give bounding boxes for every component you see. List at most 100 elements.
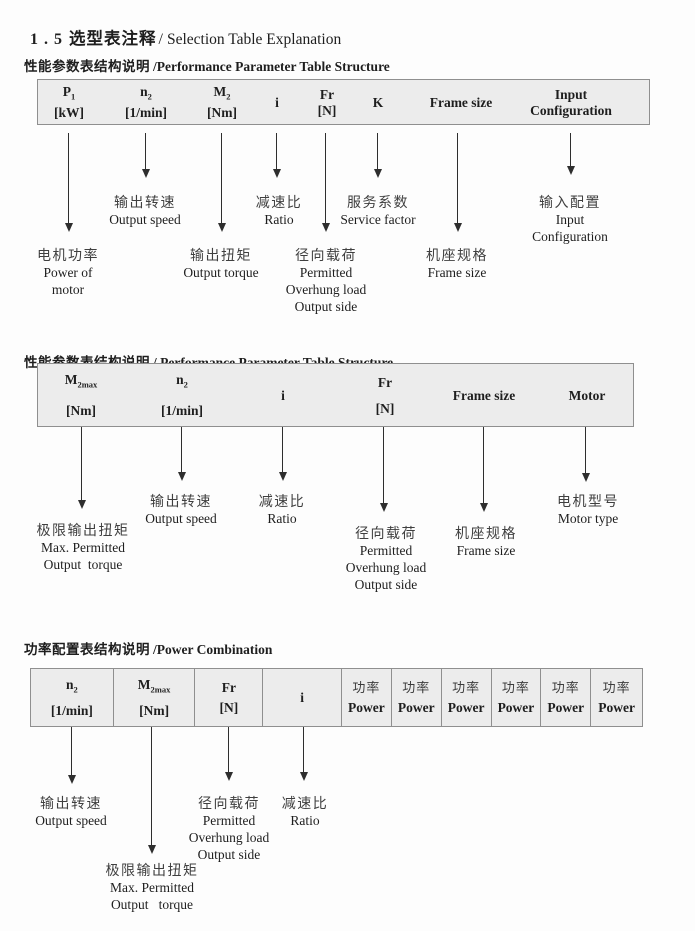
col-symbol: M2max bbox=[137, 677, 171, 695]
arrow-down-icon bbox=[228, 727, 230, 773]
col-m2: M2 [Nm] bbox=[207, 80, 237, 124]
col-input-configuration: Input Configuration bbox=[530, 80, 612, 124]
col-symbol: n2 bbox=[140, 83, 152, 102]
col-symbol: Frame size bbox=[429, 94, 493, 110]
col-power: 功率 Power bbox=[392, 669, 442, 726]
col-unit: [Nm] bbox=[207, 105, 237, 121]
col-symbol: Fr bbox=[221, 680, 236, 695]
col-unit: [1/min] bbox=[50, 702, 93, 718]
annotation-output-torque: 输出扭矩 Output torque bbox=[183, 247, 259, 280]
col-m2max: M2max [Nm] bbox=[114, 669, 196, 726]
arrow-down-icon bbox=[181, 427, 183, 473]
annotation-power-of-motor: 电机功率 Power of motor bbox=[37, 247, 99, 297]
arrow-down-icon bbox=[221, 133, 223, 224]
col-power: 功率 Power bbox=[598, 680, 635, 715]
col-unit: [N] bbox=[219, 700, 239, 715]
col-symbol: i bbox=[281, 387, 285, 403]
annotation-service-factor: 服务系数 Service factor bbox=[340, 194, 416, 227]
col-unit: Configuration bbox=[530, 102, 612, 118]
arrow-down-icon bbox=[325, 133, 327, 224]
page-title-zh: 选型表注释 bbox=[69, 30, 157, 48]
arrow-down-icon bbox=[81, 427, 83, 501]
page-title-en: Selection Table Explanation bbox=[166, 31, 342, 48]
annotation-ratio: 减速比 Ratio bbox=[258, 493, 306, 526]
arrow-down-icon bbox=[71, 727, 73, 776]
annotation-output-speed: 输出转速 Output speed bbox=[145, 493, 217, 526]
section1-heading-en: /Performance Parameter Table Structure bbox=[153, 59, 390, 74]
annotation-frame-size: 机座规格 Frame size bbox=[455, 525, 517, 558]
col-symbol: n2 bbox=[176, 371, 188, 390]
section-number: 1 . 5 bbox=[30, 31, 63, 48]
arrow-down-icon bbox=[276, 133, 278, 170]
performance-table-1-header: P1 [kW] n2 [1/min] M2 [Nm] i Fr [N] K Fr… bbox=[37, 79, 650, 125]
page-title: 1 . 5 选型表注释/Selection Table Explanation bbox=[14, 7, 341, 67]
col-symbol: i bbox=[275, 94, 279, 110]
col-symbol: M2max bbox=[64, 371, 98, 390]
annotation-input-configuration: 输入配置 Input Configuration bbox=[532, 194, 608, 244]
col-symbol: n2 bbox=[65, 677, 78, 695]
col-fr: Fr [N] bbox=[195, 669, 264, 726]
performance-table-2-header: M2max [Nm] n2 [1/min] i Fr [N] Frame siz… bbox=[37, 363, 634, 427]
col-frame-size: Frame size bbox=[453, 364, 516, 426]
col-unit: [1/min] bbox=[161, 403, 203, 419]
power-combination-table-header: n2 [1/min] M2max [Nm] Fr [N] i 功率 Power … bbox=[30, 668, 643, 727]
col-unit: [Nm] bbox=[139, 702, 170, 718]
annotation-frame-size: 机座规格 Frame size bbox=[426, 247, 488, 280]
col-power: 功率 Power bbox=[541, 669, 592, 726]
arrow-down-icon bbox=[151, 727, 153, 846]
col-power: 功率 Power bbox=[442, 669, 492, 726]
col-i: i bbox=[275, 80, 279, 124]
col-symbol: i bbox=[300, 690, 304, 705]
arrow-down-icon bbox=[145, 133, 147, 170]
col-unit: [N] bbox=[375, 400, 395, 416]
annotation-overhung-load: 径向载荷 Permitted Overhung load Output side bbox=[345, 525, 427, 592]
section3-heading-en: /Power Combination bbox=[153, 642, 273, 657]
section3-heading-zh: 功率配置表结构说明 bbox=[24, 642, 150, 657]
col-power: 功率 Power bbox=[492, 669, 542, 726]
arrow-down-icon bbox=[282, 427, 284, 473]
annotation-ratio: 减速比 Ratio bbox=[281, 795, 329, 828]
title-separator: / bbox=[158, 31, 163, 48]
arrow-down-icon bbox=[570, 133, 572, 167]
col-symbol: Input bbox=[554, 86, 588, 102]
annotation-output-speed: 输出转速 Output speed bbox=[109, 194, 181, 227]
col-i: i bbox=[263, 669, 342, 726]
col-i: i bbox=[281, 364, 285, 426]
arrow-down-icon bbox=[68, 133, 70, 224]
col-unit: [N] bbox=[317, 102, 337, 118]
col-symbol: M2 bbox=[213, 83, 231, 102]
col-m2max: M2max [Nm] bbox=[65, 364, 98, 426]
col-symbol: Fr bbox=[377, 374, 393, 390]
annotation-motor-type: 电机型号 Motor type bbox=[557, 493, 619, 526]
col-n2: n2 [1/min] bbox=[31, 669, 114, 726]
arrow-down-icon bbox=[457, 133, 459, 224]
section3-heading: 功率配置表结构说明/Power Combination bbox=[8, 620, 272, 677]
annotation-max-output-torque: 极限输出扭矩 Max. Permitted Output torque bbox=[36, 522, 130, 572]
arrow-down-icon bbox=[585, 427, 587, 474]
col-p1: P1 [kW] bbox=[54, 80, 84, 124]
col-fr: Fr [N] bbox=[376, 364, 395, 426]
col-fr: Fr [N] bbox=[318, 80, 337, 124]
col-symbol: Fr bbox=[319, 86, 335, 102]
col-symbol: P1 bbox=[62, 83, 76, 102]
annotation-max-output-torque: 极限输出扭矩 Max. Permitted Output torque bbox=[105, 862, 199, 912]
section1-heading-zh: 性能参数表结构说明 bbox=[24, 59, 150, 74]
section1-heading: 性能参数表结构说明/Performance Parameter Table St… bbox=[8, 37, 390, 94]
col-power: 功率 Power bbox=[342, 669, 392, 726]
arrow-down-icon bbox=[303, 727, 305, 773]
col-symbol: K bbox=[372, 94, 384, 110]
col-unit: [1/min] bbox=[125, 105, 167, 121]
col-frame-size: Frame size bbox=[430, 80, 493, 124]
arrow-down-icon bbox=[383, 427, 385, 504]
arrow-down-icon bbox=[377, 133, 379, 170]
col-n2: n2 [1/min] bbox=[125, 80, 167, 124]
annotation-overhung-load: 径向载荷 Permitted Overhung load Output side bbox=[285, 247, 367, 314]
col-unit: [Nm] bbox=[66, 403, 96, 419]
col-symbol: Frame size bbox=[452, 387, 516, 403]
annotation-overhung-load: 径向载荷 Permitted Overhung load Output side bbox=[188, 795, 270, 862]
col-motor: Motor bbox=[569, 364, 606, 426]
annotation-ratio: 减速比 Ratio bbox=[255, 194, 303, 227]
col-unit: [kW] bbox=[54, 105, 84, 121]
annotation-output-speed: 输出转速 Output speed bbox=[35, 795, 107, 828]
